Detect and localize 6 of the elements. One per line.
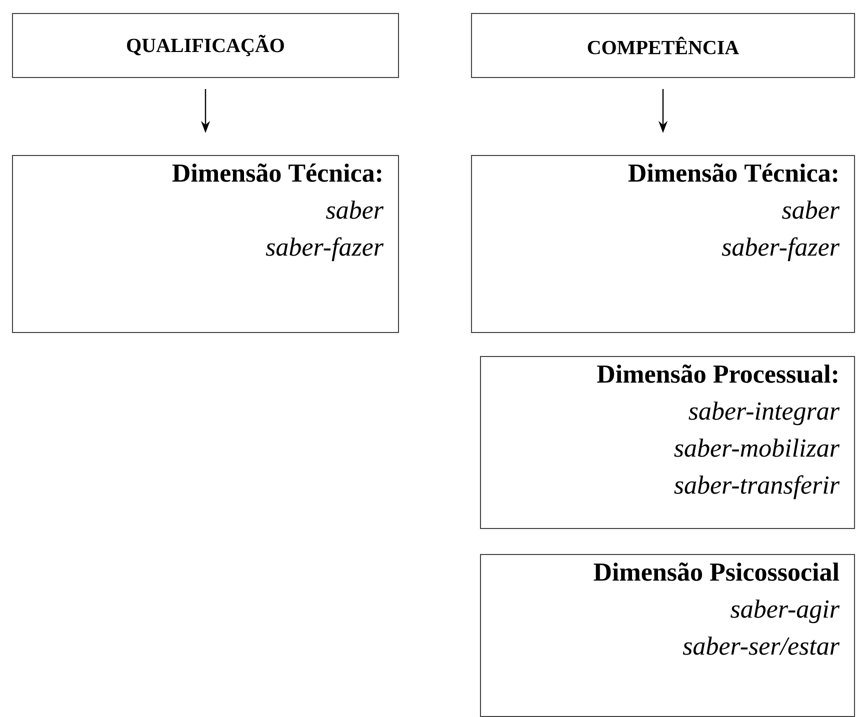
heading-box: QUALIFICAÇÃO: [12, 13, 399, 78]
dimension-box: Dimensão Processual: saber-integrar saber-mobilizar saber-transferir: [480, 356, 856, 529]
heading-box: COMPETÊNCIA: [471, 13, 856, 78]
dimension-box: Dimensão Técnica: saber saber-fazer: [471, 155, 856, 333]
dimension-box: Dimensão Psicossocial saber-agir saber-ser/estar: [480, 554, 856, 717]
dimension-box: Dimensão Técnica: saber saber-fazer: [12, 155, 399, 333]
